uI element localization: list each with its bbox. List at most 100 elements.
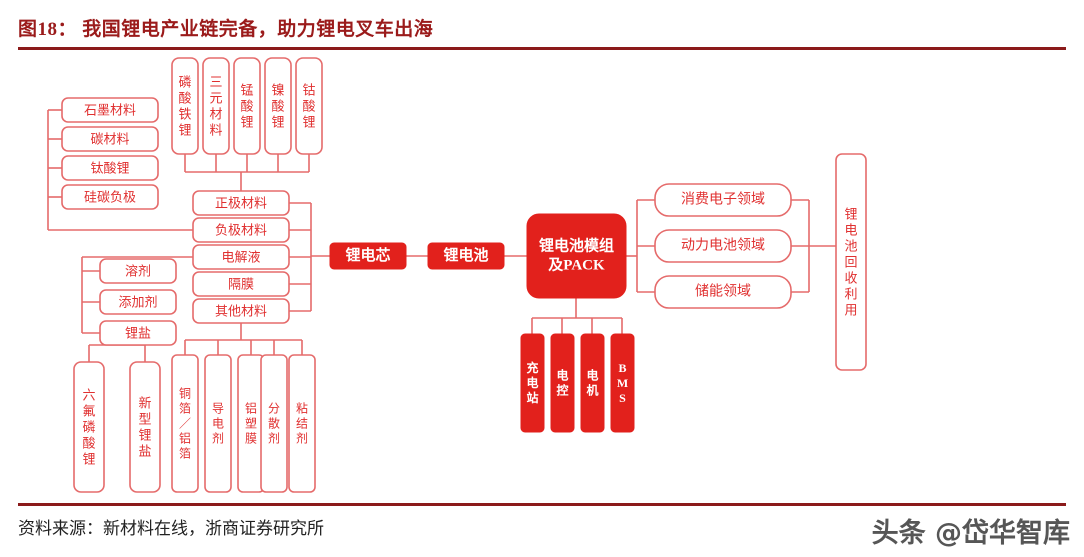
lithium-salt-child-box: [129, 361, 161, 493]
anode-raw-material-box: [61, 155, 159, 181]
electrolyte-raw-material-box: [99, 289, 177, 315]
cell-material-label: 电解液: [221, 250, 260, 265]
application-domain-box: [654, 229, 792, 263]
lithium-salt-child-box: [73, 361, 105, 493]
other-material-child-label-char: 剂: [212, 431, 224, 446]
cathode-raw-material-box: [233, 57, 261, 155]
application-domain-box: [654, 183, 792, 217]
connector-lines: [47, 109, 836, 362]
cathode-raw-material-label-char: 元: [209, 91, 222, 106]
cathode-raw-material-label-char: 钴: [302, 83, 315, 98]
recycling-node-label-char: 回: [844, 255, 857, 270]
pack-component-label-char: M: [617, 376, 628, 390]
other-material-child-label-char: 膜: [245, 432, 257, 446]
watermark-label: 头条 @岱华智库: [871, 518, 1070, 549]
cathode-raw-material-box: [264, 57, 292, 155]
cathode-raw-material-label-char: 三: [209, 75, 222, 90]
lithium-salt-child-label-char: 盐: [138, 444, 151, 459]
cathode-raw-material-label-char: 酸: [302, 99, 315, 114]
cathode-raw-material-label-char: 锂: [240, 115, 253, 130]
cathode-raw-material-label-char: 酸: [240, 99, 253, 114]
other-material-child-label-char: 箔: [179, 446, 191, 461]
cell-material-box: [192, 190, 290, 216]
other-material-child-box: [288, 354, 316, 493]
other-material-child-label-char: 剂: [296, 431, 308, 446]
pack-component-box: [550, 333, 575, 433]
cell-material-box: [192, 271, 290, 297]
other-material-child-label-char: 导: [212, 402, 224, 416]
pack-component-box: [580, 333, 605, 433]
other-material-child-label-char: 箔: [179, 401, 191, 416]
anode-raw-material-label: 碳材料: [90, 132, 129, 147]
pack-component-label-char: 电: [586, 368, 598, 383]
midstream-node-label: 锂电芯: [345, 246, 390, 264]
cell-material-box: [192, 298, 290, 324]
pack-component-label-char: 控: [556, 383, 568, 398]
lithium-salt-child-label-char: 新: [138, 396, 151, 411]
midstream-node-box: [427, 242, 505, 270]
pack-component-label-char: 电: [556, 368, 568, 383]
pack-component-label-char: 电: [526, 375, 538, 390]
cathode-raw-material-label-char: 锰: [240, 83, 253, 98]
lithium-salt-child-label-char: 酸: [82, 436, 95, 451]
pack-component-label-char: B: [618, 361, 626, 375]
cell-material-label: 正极材料: [215, 196, 267, 211]
cell-material-box: [192, 244, 290, 270]
anode-raw-material-label: 石墨材料: [84, 103, 136, 118]
application-domain-label: 动力电池领域: [681, 238, 765, 254]
footer-divider-rule: [18, 503, 1066, 506]
application-domain-box: [654, 275, 792, 309]
other-material-child-label-char: 铝: [245, 401, 257, 416]
pack-component-box: [610, 333, 635, 433]
cathode-raw-material-label-char: 锂: [178, 123, 191, 138]
anode-raw-material-label: 钛酸锂: [90, 161, 129, 176]
diagram-boxes: 石墨材料碳材料钛酸锂硅碳负极磷酸铁锂三元材料锰酸锂镍酸锂钴酸锂正极材料负极材料电…: [61, 57, 867, 493]
application-domain-label: 储能领域: [695, 284, 751, 300]
anode-raw-material-box: [61, 97, 159, 123]
cathode-raw-material-label-char: 酸: [178, 91, 191, 106]
electrolyte-raw-material-label: 溶剂: [125, 264, 151, 279]
lithium-salt-child-label-char: 氟: [82, 404, 95, 419]
application-domain-label: 消费电子领域: [681, 192, 765, 208]
title-divider-rule: [18, 47, 1066, 50]
other-material-child-label-char: 散: [268, 416, 280, 431]
other-material-child-label-char: 分: [268, 402, 280, 416]
figure-title: 图18： 我国锂电产业链完备，助力锂电叉车出海: [18, 19, 434, 40]
cathode-raw-material-label-char: 铁: [178, 107, 191, 122]
anode-raw-material-box: [61, 184, 159, 210]
recycling-node-label-char: 电: [844, 223, 857, 238]
pack-node-label: 及PACK: [548, 257, 605, 274]
cell-material-label: 其他材料: [215, 304, 267, 319]
recycling-node-label-char: 锂: [844, 207, 857, 222]
lithium-salt-child-label-char: 六: [82, 388, 95, 403]
other-material-child-label-char: 结: [296, 417, 308, 431]
pack-node-box: [526, 213, 627, 299]
other-material-child-label-char: 粘: [296, 401, 308, 416]
electrolyte-raw-material-box: [99, 258, 177, 284]
midstream-node-label: 锂电池: [443, 246, 488, 264]
other-material-child-box: [171, 354, 199, 493]
other-material-child-label-char: 铝: [179, 431, 191, 446]
other-material-child-label-char: ／: [179, 417, 191, 431]
cathode-raw-material-label-char: 材: [209, 107, 222, 122]
pack-component-label-char: 机: [586, 383, 598, 398]
lithium-salt-child-label-char: 磷: [82, 420, 95, 435]
cathode-raw-material-label-char: 锂: [271, 115, 284, 130]
anode-raw-material-box: [61, 126, 159, 152]
cell-material-label: 负极材料: [215, 223, 267, 238]
other-material-child-label-char: 电: [212, 417, 224, 431]
electrolyte-raw-material-label: 锂盐: [125, 326, 151, 341]
electrolyte-raw-material-box: [99, 320, 177, 346]
cell-material-box: [192, 217, 290, 243]
pack-component-label-char: 站: [526, 390, 538, 405]
recycling-node-label-char: 用: [844, 303, 857, 318]
pack-component-box: [520, 333, 545, 433]
lithium-salt-child-label-char: 锂: [82, 452, 95, 467]
recycling-node-label-char: 池: [844, 239, 857, 254]
recycling-node-box: [835, 153, 867, 371]
cathode-raw-material-label-char: 酸: [271, 99, 284, 114]
recycling-node-label-char: 收: [844, 271, 857, 286]
other-material-child-box: [260, 354, 288, 493]
cathode-raw-material-label-char: 料: [209, 123, 222, 138]
